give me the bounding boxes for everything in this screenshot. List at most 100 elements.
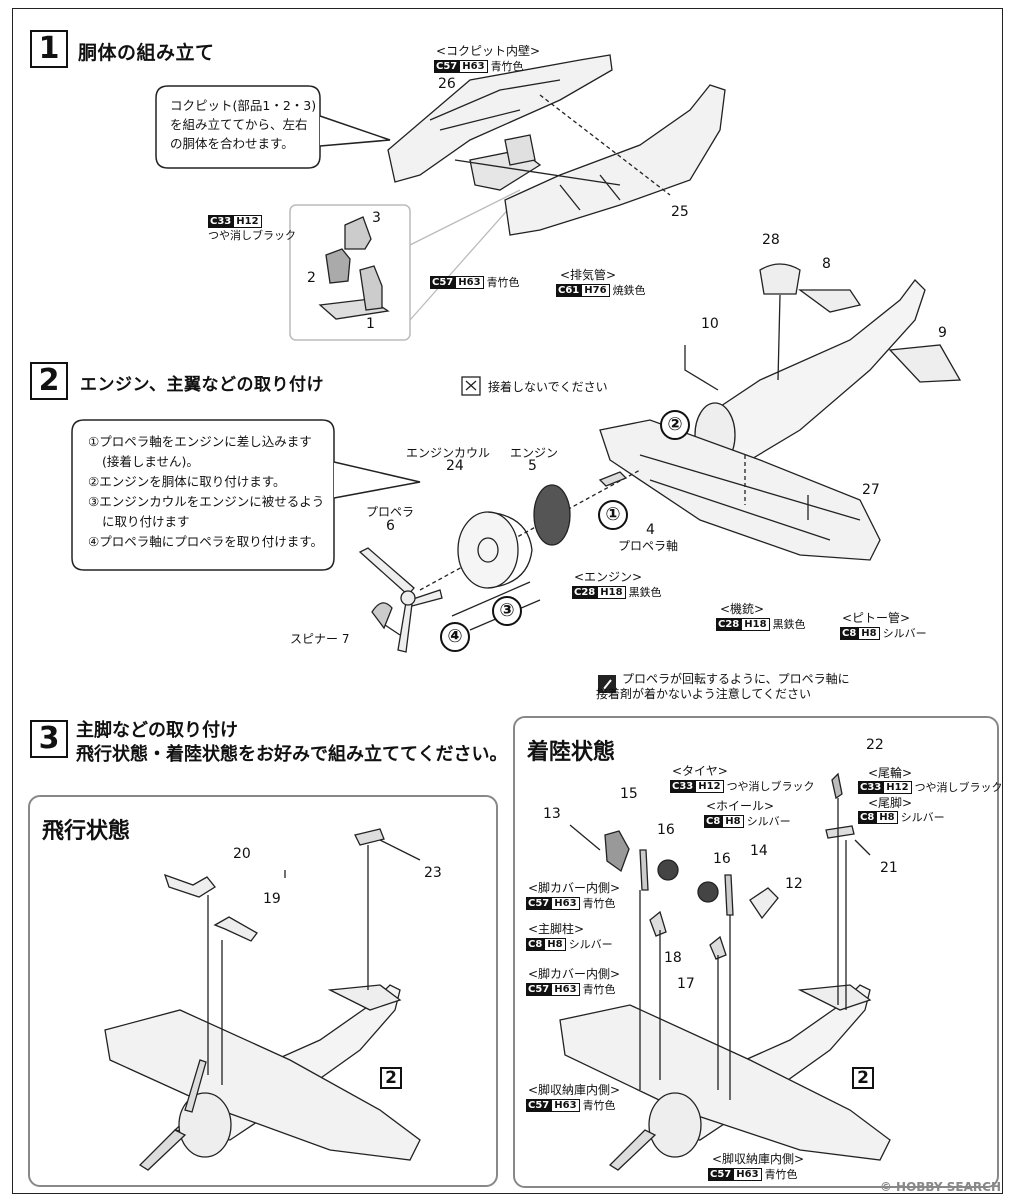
spinner-label: スピナー 7: [290, 632, 350, 646]
step-circle-2: ②: [660, 410, 690, 440]
color-code-h: H63: [459, 60, 488, 73]
step-circle-4: ④: [440, 622, 470, 652]
color-name: シルバー: [746, 814, 791, 828]
color-code-h: H8: [858, 627, 880, 640]
cover-inner-label-1: <脚カバー内側>: [528, 881, 621, 895]
landing-state-title: 着陸状態: [527, 740, 616, 765]
bubble-line: ④プロペラ軸にプロペラを取り付けます。: [88, 534, 323, 549]
color-name: 青竹色: [582, 896, 616, 910]
part-12: 12: [785, 876, 803, 892]
color-code-h: H63: [733, 1168, 762, 1181]
color-code-c: C57: [526, 983, 552, 996]
part-22: 22: [866, 737, 884, 753]
bubble-step2: [71, 419, 335, 571]
color-name: シルバー: [882, 626, 927, 640]
part-18: 18: [664, 950, 682, 966]
color-name: 青竹色: [582, 1098, 616, 1112]
no-glue-note: 接着しないでください: [488, 380, 608, 394]
color-code-h: H12: [695, 780, 724, 793]
part-1: 1: [366, 316, 375, 332]
cockpit-inset-box: [289, 204, 411, 341]
landing-state-panel: [513, 716, 999, 1188]
propeller-drawing: [358, 547, 443, 653]
part-13: 13: [543, 806, 561, 822]
part-9: 9: [938, 325, 947, 341]
part-23: 23: [424, 865, 442, 881]
part-16-b: 16: [713, 851, 731, 867]
color-name: 黒鉄色: [628, 585, 662, 599]
part-2: 2: [307, 270, 316, 286]
color-code-h: H18: [597, 586, 626, 599]
wheel-label: <ホイール>: [706, 799, 775, 813]
step-3-title: 主脚などの取り付け: [76, 720, 238, 741]
part-27: 27: [862, 482, 880, 498]
shaft-label: プロペラ軸: [618, 539, 679, 553]
color-code-h: H63: [551, 1099, 580, 1112]
color-code-h: H8: [722, 815, 744, 828]
bay-inner-label-2: <脚収納庫内側>: [712, 1152, 805, 1166]
color-code-c: C28: [716, 618, 742, 631]
color-name: つや消しブラック: [914, 780, 1003, 794]
color-code-h: H63: [455, 276, 484, 289]
glue-note-line1: プロペラが回転するように、プロペラ軸に: [622, 672, 850, 686]
propeller-label: プロペラ: [366, 505, 415, 519]
color-code-h: H63: [551, 983, 580, 996]
watermark: © HOBBY SEARCH: [879, 1180, 1001, 1194]
part-3: 3: [372, 210, 381, 226]
color-code-c: C8: [858, 811, 877, 824]
bubble-step1: [155, 85, 321, 169]
bay-inner-label-1: <脚収納庫内側>: [528, 1083, 621, 1097]
color-name: 焼鉄色: [612, 283, 646, 297]
part-28: 28: [762, 232, 780, 248]
part-15: 15: [620, 786, 638, 802]
color-code-h: H76: [581, 284, 610, 297]
color-code-h: H18: [741, 618, 770, 631]
color-code-c: C28: [572, 586, 598, 599]
flight-ref-step-2: 2: [380, 1067, 402, 1089]
color-code-c: C33: [670, 780, 696, 793]
part-26: 26: [438, 76, 456, 92]
step-1-number: 1: [30, 30, 68, 68]
step-1-bubble-text: コクピット(部品1・2・3) を組み立ててから、左右 の胴体を合わせます。: [170, 96, 316, 153]
cover-inner-label-2: <脚カバー内側>: [528, 967, 621, 981]
color-name: シルバー: [568, 937, 613, 951]
step-3-number: 3: [30, 720, 68, 758]
color-code-c: C57: [708, 1168, 734, 1181]
tailleg-label: <尾脚>: [868, 796, 913, 810]
engine-cowl-drawing: [457, 511, 519, 589]
color-name: シルバー: [900, 810, 945, 824]
bubble-line: を組み立ててから、左右: [170, 117, 308, 132]
part-17: 17: [677, 976, 695, 992]
landing-state-wing: [559, 1004, 891, 1161]
color-code-c: C8: [526, 938, 545, 951]
tailwheel-label: <尾輪>: [868, 766, 913, 780]
bubble-line: の胴体を合わせます。: [170, 136, 294, 151]
bubble-line: ②エンジンを胴体に取り付けます。: [88, 474, 286, 489]
cowl-label: エンジンカウル: [406, 446, 491, 460]
step-circle-1: ①: [598, 500, 628, 530]
color-code-c: C57: [430, 276, 456, 289]
fuselage-left-half: [387, 54, 613, 183]
color-code-h: H12: [883, 781, 912, 794]
color-name: 青竹色: [486, 275, 520, 289]
step-2-title: エンジン、主翼などの取り付け: [80, 375, 324, 395]
landing-ref-step-2: 2: [852, 1067, 874, 1089]
glue-note-line2: 接着剤が着かないよう注意してください: [596, 687, 812, 701]
flight-state-panel: [28, 795, 498, 1187]
bubble-line: コクピット(部品1・2・3): [170, 98, 317, 113]
color-name: 青竹色: [764, 1167, 798, 1181]
color-code-h: H63: [551, 897, 580, 910]
cockpit-wall-label: <コクピット内壁>: [436, 44, 541, 58]
color-name: つや消しブラック: [726, 779, 815, 793]
part-16-a: 16: [657, 822, 675, 838]
strut-label: <主脚柱>: [528, 922, 585, 936]
